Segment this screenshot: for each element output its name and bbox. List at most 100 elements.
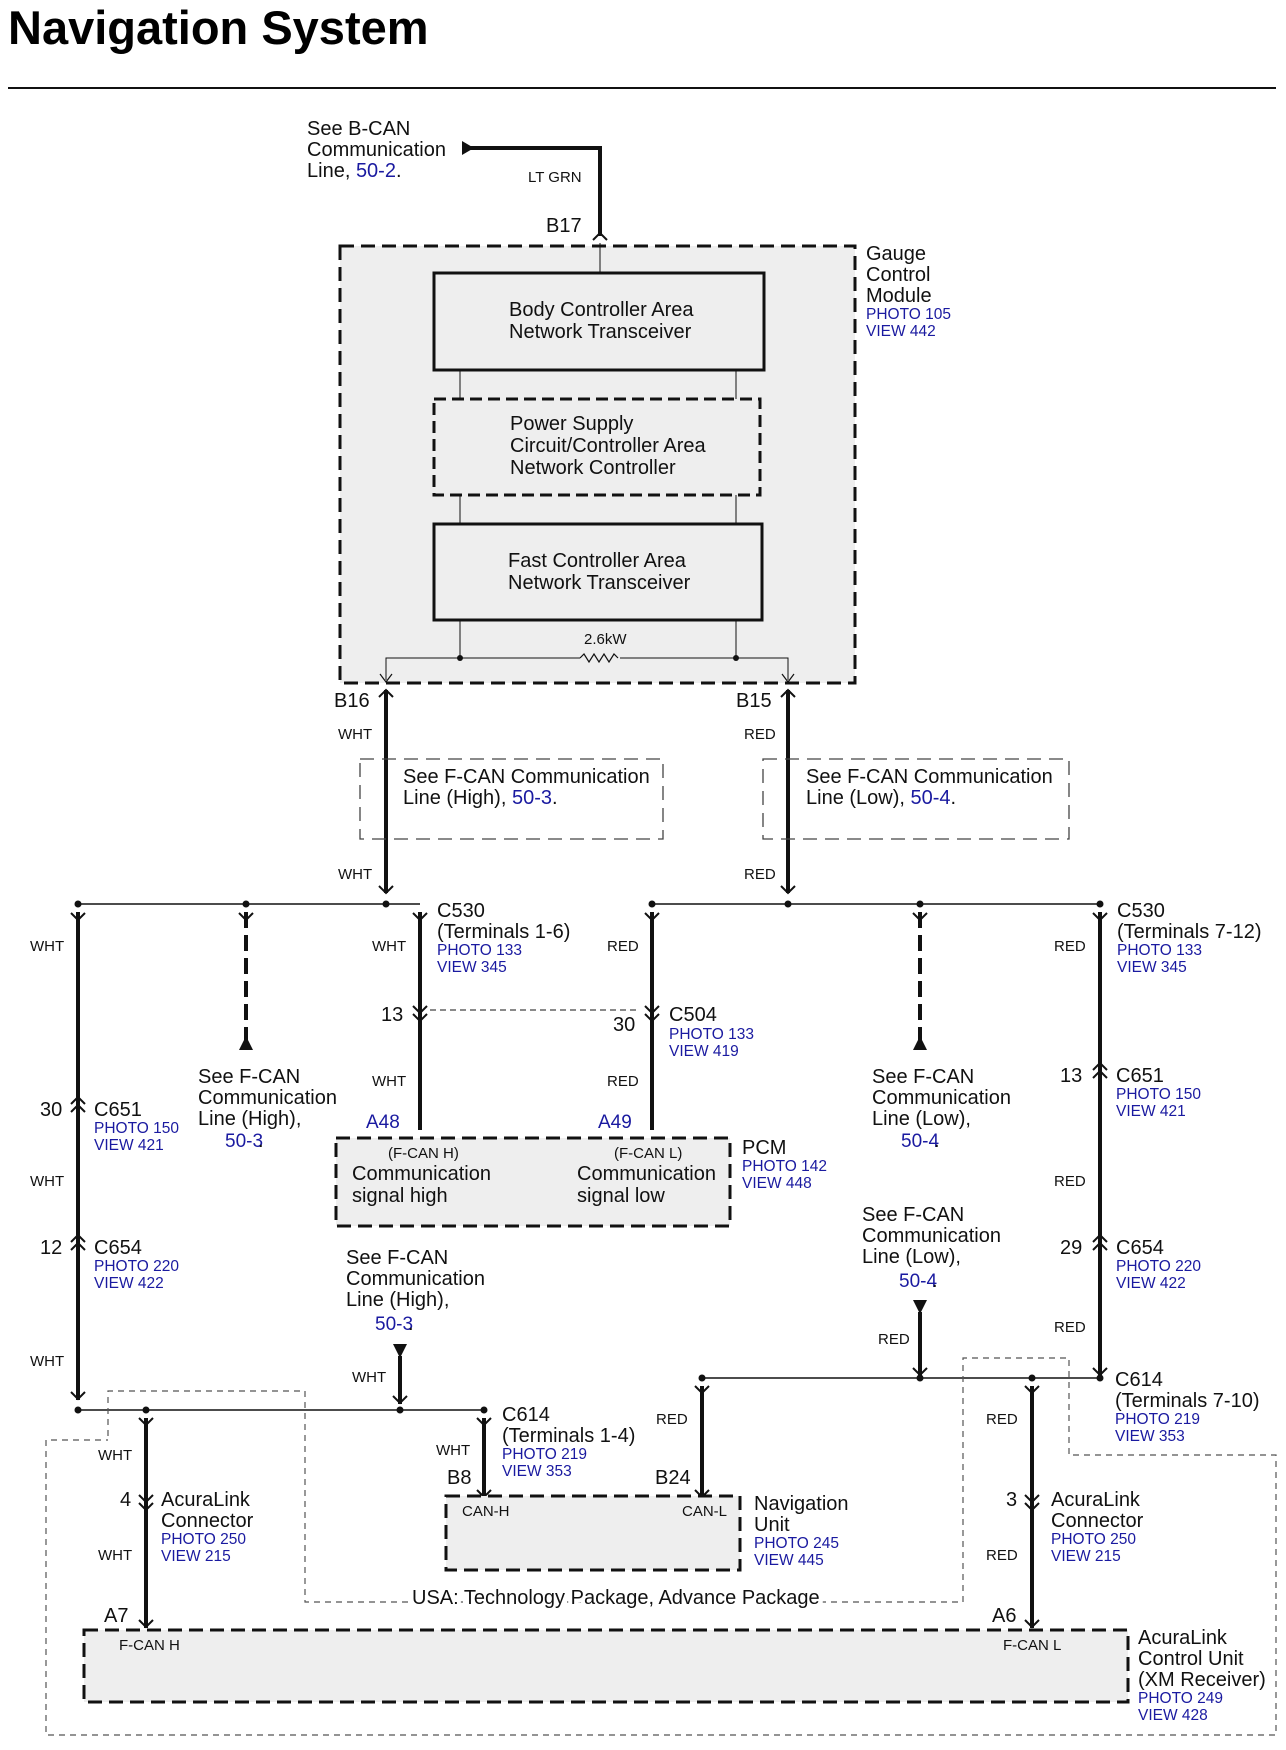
fcan-low-ref1-page-link[interactable]: 50-4: [901, 1131, 939, 1152]
bcan-ref-line1: See B-CAN: [307, 118, 410, 140]
fcan-high-box-reference[interactable]: See F-CAN Communication Line (High), 50-…: [359, 758, 664, 840]
svg-text:Line (High), 50-3.: Line (High), 50-3.: [403, 787, 558, 809]
fcan-high-ref1-line2: Communication: [198, 1087, 337, 1109]
connector-c530-right[interactable]: C530 (Terminals 7-12) PHOTO 133 VIEW 345: [1117, 900, 1261, 976]
c654-right-view: VIEW 422: [1116, 1275, 1186, 1292]
c614-right-name: C614: [1115, 1369, 1163, 1391]
acura-unit-name3: (XM Receiver): [1138, 1669, 1266, 1691]
pcm-pin-a48: A48: [366, 1112, 400, 1133]
wire-label-wht-2: WHT: [338, 866, 372, 883]
connector-c651-left[interactable]: 30 C651 PHOTO 150 VIEW 421: [40, 1099, 179, 1154]
fcan-high-ref2-page-link[interactable]: 50-3: [375, 1314, 413, 1335]
fcan-high-box-line2: Line (High),: [403, 787, 506, 809]
gcm-power-supply-controller: [432, 397, 762, 497]
acura-conn-left-name1: AcuraLink: [161, 1489, 251, 1511]
c530-left-name: C530: [437, 900, 485, 922]
fcan-high-ref1-page-link[interactable]: 50-3: [225, 1131, 263, 1152]
c651-right-photo: PHOTO 150: [1116, 1086, 1201, 1103]
wire-label-red-7: RED: [1054, 1319, 1086, 1336]
acuralink-connector-right[interactable]: 3 AcuraLink Connector PHOTO 250 VIEW 215: [1006, 1489, 1144, 1565]
fcan-low-ref2-line1: See F-CAN: [862, 1204, 964, 1226]
wire-label-red-8: RED: [878, 1331, 910, 1348]
fcan-low-ref2-page-link[interactable]: 50-4: [899, 1271, 937, 1292]
wire-label-wht-9: WHT: [436, 1442, 470, 1459]
c530-left-photo: PHOTO 133: [437, 942, 522, 959]
wire-label-wht-8: WHT: [352, 1369, 386, 1386]
gcm-box3-line1: Fast Controller Area: [508, 550, 687, 572]
fcan-low-reference-2[interactable]: See F-CAN Communication Line (Low), 50-4…: [862, 1204, 1001, 1292]
gcm-name-line1: Gauge: [866, 243, 926, 265]
acura-conn-right-view: VIEW 215: [1051, 1548, 1121, 1565]
fcan-high-box-page-link[interactable]: 50-3: [512, 787, 552, 809]
connector-c614-right[interactable]: C614 (Terminals 7-10) PHOTO 219 VIEW 353: [1115, 1369, 1259, 1445]
connector-c504[interactable]: C504 PHOTO 133 VIEW 419: [669, 1004, 754, 1060]
fcan-low-box-reference[interactable]: See F-CAN Communication Line (Low), 50-4…: [762, 758, 1070, 840]
c530-right-view: VIEW 345: [1117, 959, 1187, 976]
gauge-control-module[interactable]: Body Controller Area Network Transceiver…: [338, 243, 857, 685]
wire-label-wht-1: WHT: [338, 726, 372, 743]
pcm-photo: PHOTO 142: [742, 1158, 827, 1175]
bcan-ref-page-link[interactable]: 50-2: [356, 160, 396, 182]
wire-label-lt-grn: LT GRN: [528, 169, 582, 186]
gcm-pin-b17: B17: [546, 215, 582, 237]
arrow-up-icon-2: [913, 1036, 927, 1050]
fcan-high-box-line1: See F-CAN Communication: [403, 766, 650, 788]
fcan-low-ref2-suffix: .: [932, 1270, 938, 1292]
connector-c651-right[interactable]: 13 C651 PHOTO 150 VIEW 421: [1060, 1065, 1201, 1120]
c614-left-terms: (Terminals 1-4): [502, 1425, 635, 1447]
acuralink-connector-left[interactable]: 4 AcuraLink Connector PHOTO 250 VIEW 215: [120, 1489, 254, 1565]
usa-package-note: USA: Technology Package, Advance Package: [412, 1587, 820, 1609]
pcm-view: VIEW 448: [742, 1175, 812, 1192]
fcan-high-ref1-line3: Line (High),: [198, 1108, 301, 1130]
connector-c654-left[interactable]: 12 C654 PHOTO 220 VIEW 422: [40, 1237, 179, 1292]
acura-unit-name1: AcuraLink: [1138, 1627, 1228, 1649]
pcm-fcan-l-tag: (F-CAN L): [614, 1145, 682, 1162]
acura-unit-pin-a6: A6: [992, 1605, 1016, 1627]
nav-pin-b24: B24: [655, 1467, 691, 1489]
fcan-high-reference-2[interactable]: See F-CAN Communication Line (High), 50-…: [346, 1247, 485, 1335]
connector-c530-left[interactable]: C530 (Terminals 1-6) PHOTO 133 VIEW 345: [437, 900, 570, 976]
pcm-module[interactable]: (F-CAN H) Communication signal high (F-C…: [334, 1136, 732, 1228]
pcm-label: PCM PHOTO 142 VIEW 448: [742, 1137, 827, 1192]
c504-pin-left: 13: [381, 1004, 403, 1026]
bcan-ref-line2: Communication: [307, 139, 446, 161]
acuralink-control-unit[interactable]: F-CAN H F-CAN L: [82, 1628, 1130, 1704]
nav-view: VIEW 445: [754, 1552, 824, 1569]
wire-label-wht-6: WHT: [372, 938, 406, 955]
acura-unit-fcan-l: F-CAN L: [1003, 1637, 1061, 1654]
c530-left-terms: (Terminals 1-6): [437, 921, 570, 943]
fcan-low-box-page-link[interactable]: 50-4: [911, 787, 951, 809]
gcm-box1-line2: Network Transceiver: [509, 321, 692, 343]
gcm-fast-transceiver: [432, 522, 764, 622]
fcan-high-ref1-suffix: .: [258, 1130, 264, 1152]
nav-pin-b8: B8: [447, 1467, 471, 1489]
navigation-unit[interactable]: CAN-H CAN-L: [444, 1494, 742, 1572]
fcan-low-reference-1[interactable]: See F-CAN Communication Line (Low), 50-4…: [872, 1066, 1011, 1152]
wire-label-wht-3: WHT: [30, 938, 64, 955]
fcan-high-ref1-line1: See F-CAN: [198, 1066, 300, 1088]
c651-right-pin: 13: [1060, 1065, 1082, 1087]
fcan-low-ref2-line3: Line (Low),: [862, 1246, 961, 1268]
svg-text:Line, 50-2.: Line, 50-2.: [307, 160, 402, 182]
c654-left-pin: 12: [40, 1237, 62, 1259]
acura-conn-right-name1: AcuraLink: [1051, 1489, 1141, 1511]
fcan-high-reference-1[interactable]: See F-CAN Communication Line (High), 50-…: [198, 1066, 337, 1152]
bcan-reference[interactable]: See B-CAN Communication Line, 50-2.: [307, 118, 446, 182]
c651-right-view: VIEW 421: [1116, 1103, 1186, 1120]
wire-label-red-4: RED: [607, 1073, 639, 1090]
c651-left-photo: PHOTO 150: [94, 1120, 179, 1137]
nav-can-l: CAN-L: [682, 1503, 727, 1520]
connector-c614-left[interactable]: C614 (Terminals 1-4) PHOTO 219 VIEW 353: [502, 1404, 635, 1480]
navigation-unit-label: Navigation Unit PHOTO 245 VIEW 445: [754, 1493, 849, 1569]
connector-c654-right[interactable]: 29 C654 PHOTO 220 VIEW 422: [1060, 1237, 1201, 1292]
c504-pin-right: 30: [613, 1014, 635, 1036]
gcm-box3-line2: Network Transceiver: [508, 572, 691, 594]
gcm-photo-ref: PHOTO 105: [866, 306, 951, 323]
c654-left-view: VIEW 422: [94, 1275, 164, 1292]
pcm-h-line1: Communication: [352, 1163, 491, 1185]
usa-option-region: [45, 1357, 1277, 1736]
acura-conn-left-view: VIEW 215: [161, 1548, 231, 1565]
acura-conn-left-photo: PHOTO 250: [161, 1531, 246, 1548]
c530-right-name: C530: [1117, 900, 1165, 922]
c654-right-photo: PHOTO 220: [1116, 1258, 1201, 1275]
